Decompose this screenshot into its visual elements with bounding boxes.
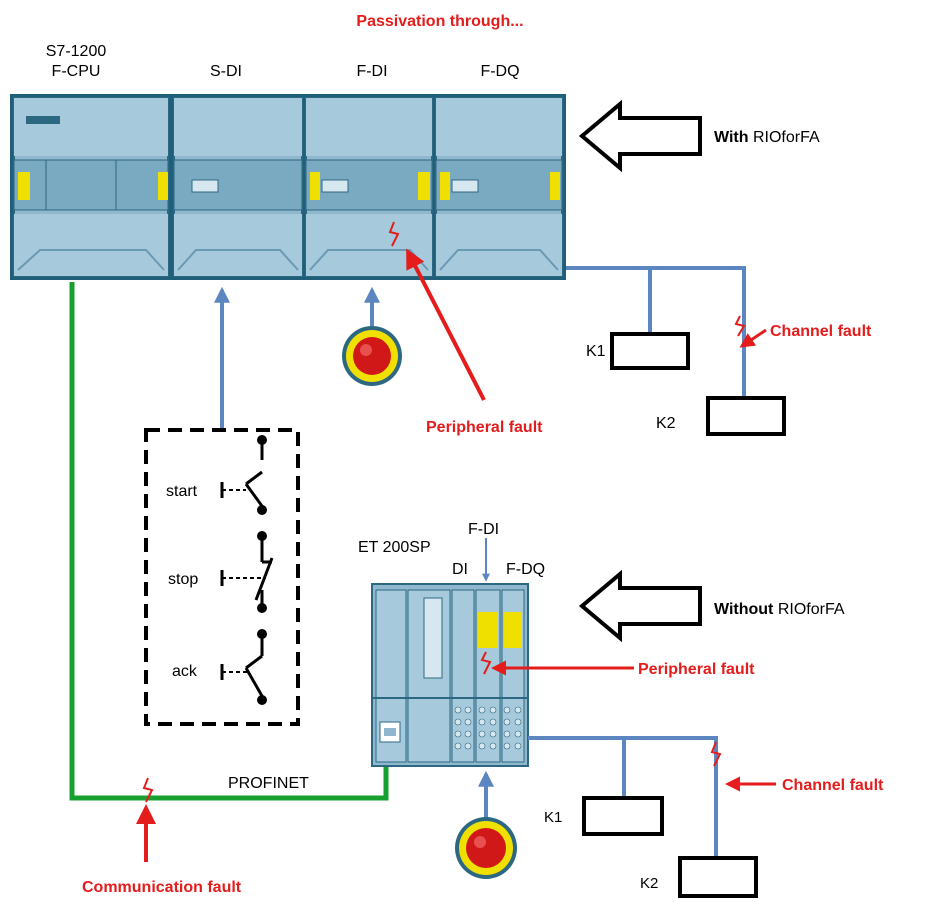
peripheral-fault-label-bottom: Peripheral fault (638, 661, 755, 678)
s7-1200-rack (10, 94, 566, 280)
safety-marker (310, 172, 320, 200)
label-s-di: S-DI (210, 63, 242, 80)
label-f-dq: F-DQ (480, 63, 519, 80)
diagram-title: Passivation through... (356, 13, 523, 30)
safety-marker (478, 612, 498, 648)
top-output-wiring (566, 266, 746, 400)
switch-group-box (144, 428, 300, 726)
et200sp-f-di-label: F-DI (468, 521, 499, 538)
et200sp-di-label: DI (452, 561, 468, 578)
profinet-label: PROFINET (228, 775, 309, 792)
without-rioforfa-label: Without RIOforFA (714, 601, 845, 618)
stop-switch-icon (220, 531, 274, 613)
emergency-stop-icon (342, 326, 402, 386)
k1-label-top: K1 (586, 343, 606, 360)
peripheral-fault-label-top: Peripheral fault (426, 419, 543, 436)
lightning-icon (710, 741, 722, 767)
ack-switch-icon (220, 629, 267, 705)
s-di-module (173, 97, 303, 277)
big-arrow-with (578, 99, 702, 173)
k1-label-bottom: K1 (544, 809, 562, 826)
with-rioforfa-label: With RIOforFA (714, 129, 820, 146)
f-di-module (305, 97, 433, 277)
k1-relay-top (610, 332, 690, 370)
k2-relay-top (706, 396, 786, 436)
ack-label: ack (172, 663, 198, 680)
channel-fault-label-top: Channel fault (770, 323, 872, 340)
lightning-icon (388, 221, 400, 247)
safety-marker (550, 172, 560, 200)
start-switch-icon (220, 435, 267, 515)
profinet-cable (69, 282, 389, 801)
stop-label: stop (168, 571, 198, 588)
safety-marker (504, 612, 522, 648)
lightning-icon (142, 777, 154, 803)
bottom-output-wiring (528, 736, 718, 858)
k2-label-top: K2 (656, 415, 676, 432)
channel-fault-label-bottom: Channel fault (782, 777, 884, 794)
emergency-stop-icon (455, 817, 517, 879)
et200sp-station (371, 583, 529, 767)
safety-marker (18, 172, 30, 200)
peripheral-fault-arrow-top (406, 248, 486, 401)
label-s7-1200: S7-1200 (46, 43, 107, 60)
start-label: start (166, 483, 198, 500)
safety-marker (418, 172, 430, 200)
channel-fault-arrow-top (739, 328, 767, 348)
et200sp-label: ET 200SP (358, 539, 431, 556)
k1-relay-bottom (582, 796, 664, 836)
communication-fault-label: Communication fault (82, 879, 242, 896)
safety-marker (440, 172, 450, 200)
f-dq-module (435, 97, 563, 277)
lightning-icon (734, 315, 746, 337)
et200sp-f-dq-label: F-DQ (506, 561, 545, 578)
f-cpu-module (13, 97, 169, 277)
k2-label-bottom: K2 (640, 875, 658, 892)
k2-relay-bottom (678, 856, 758, 898)
big-arrow-without (578, 569, 702, 643)
lightning-icon (480, 651, 492, 675)
safety-marker (158, 172, 168, 200)
label-f-cpu: F-CPU (52, 63, 101, 80)
label-f-di: F-DI (356, 63, 387, 80)
